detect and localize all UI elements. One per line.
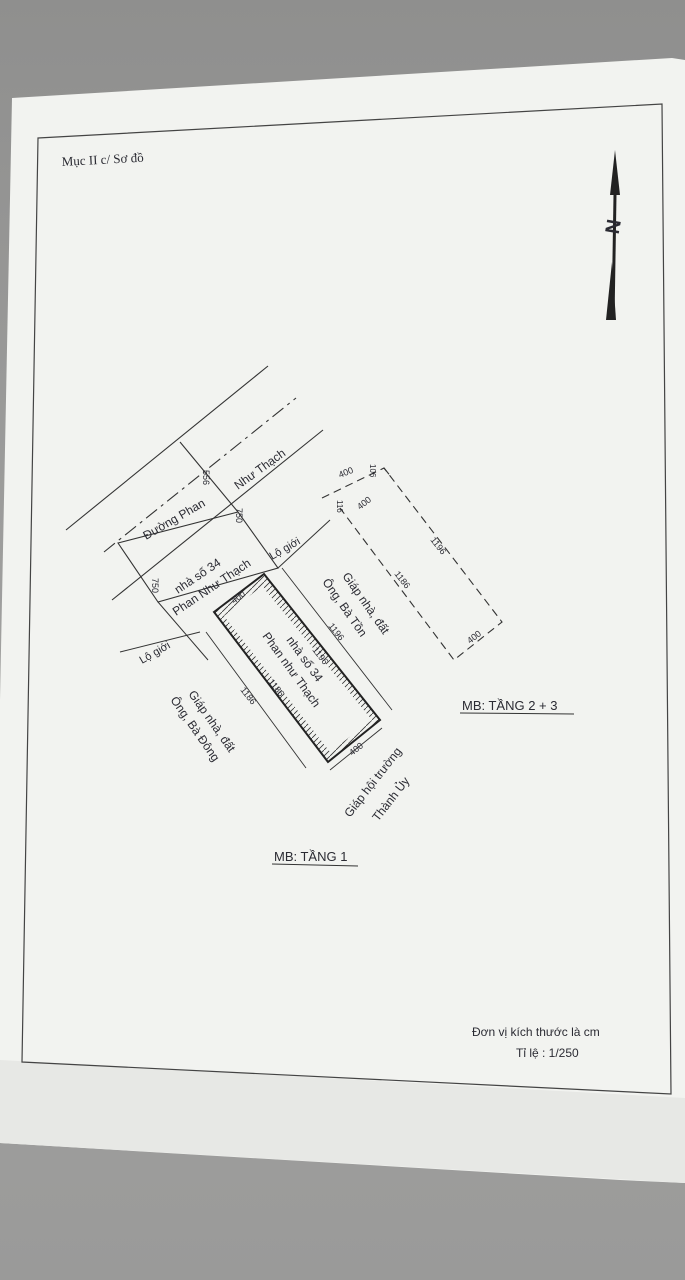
dim-750: 750 — [150, 578, 160, 593]
section-label: Mục II c/ Sơ đồ — [61, 150, 144, 169]
boundary-line — [157, 601, 209, 661]
floor-plan-title: MB: TẦNG 2 + 3 — [459, 698, 575, 715]
paper-bottom-fold — [0, 1060, 685, 1183]
lot-boundary-line — [119, 631, 201, 653]
svg-text:MB: TẦNG 2 + 3: MB: TẦNG 2 + 3 — [462, 698, 558, 713]
dim-106: 106 — [368, 464, 377, 478]
upper-floors-outline — [321, 467, 503, 661]
dim-750: 750 — [234, 508, 244, 523]
drawing-frame — [21, 103, 672, 1095]
dimension-lines — [205, 567, 393, 771]
boundary-line — [277, 519, 331, 569]
dim-556: 556 — [201, 470, 211, 485]
floor-plan-title: MB: TẦNG 1 — [271, 849, 359, 867]
unit-note: Đơn vị kích thước là cm — [472, 1025, 600, 1039]
svg-text:MB: TẦNG 1: MB: TẦNG 1 — [274, 849, 347, 864]
north-letter: N — [602, 218, 626, 236]
road-lines — [65, 365, 324, 601]
paper — [0, 58, 685, 1183]
scale-note: Tỉ lệ : 1/250 — [516, 1046, 579, 1060]
dim-116: 116 — [335, 500, 344, 513]
north-arrow: N — [602, 150, 626, 321]
